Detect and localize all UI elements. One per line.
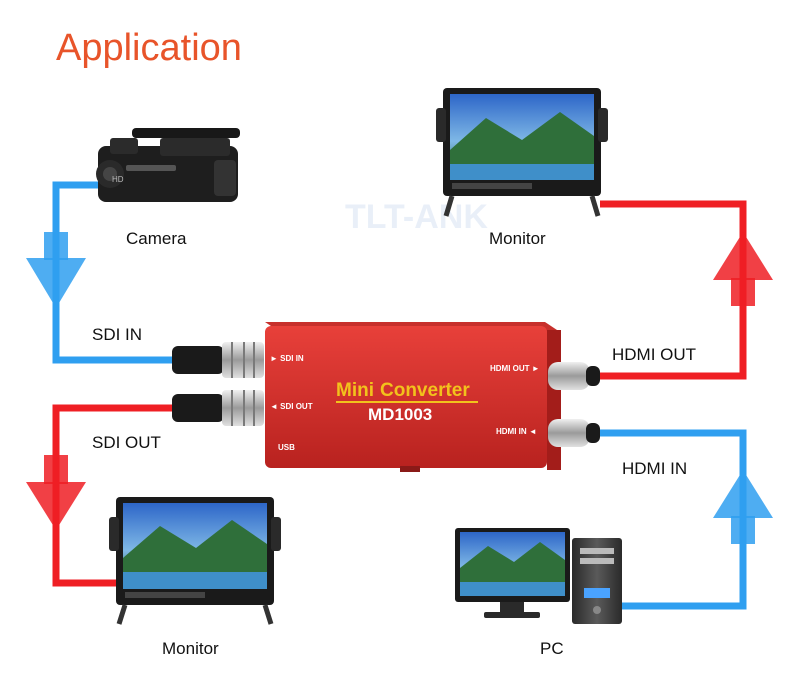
hdmi-out-arrow-up (713, 232, 773, 280)
mini-converter-device (265, 322, 561, 472)
port-label-sdi-in: ► SDI IN (270, 354, 304, 363)
pc-icon (455, 528, 622, 624)
hdmi-out-label: HDMI OUT (612, 345, 696, 364)
sdi-out-label: SDI OUT (92, 433, 161, 452)
hdmi-in-connector-icon (548, 419, 600, 447)
camera-icon: HD (96, 128, 240, 202)
sdi-in-label: SDI IN (92, 325, 142, 344)
svg-text:HD: HD (112, 175, 124, 184)
device-model: MD1003 (368, 405, 432, 424)
monitor-bottom-label: Monitor (162, 639, 219, 658)
brand-mini: Mini (336, 380, 374, 401)
hdmi-in-arrow-up (713, 470, 773, 518)
watermark: TLT-ANK (345, 198, 488, 236)
monitor-top-icon (436, 88, 608, 217)
sdi-out-arrow-down (26, 482, 86, 530)
hdmi-out-connector-icon (548, 362, 600, 390)
port-label-hdmi-out: HDMI OUT ► (490, 364, 540, 373)
hdmi-in-label: HDMI IN (622, 459, 687, 478)
monitor-top-label: Monitor (489, 229, 546, 248)
sdi-in-connector-icon (172, 342, 264, 378)
page-title: Application (56, 27, 242, 69)
brand-converter: Converter (380, 380, 470, 401)
camera-label: Camera (126, 229, 187, 248)
sdi-out-connector-icon (172, 390, 264, 426)
port-label-hdmi-in: HDMI IN ◄ (496, 427, 537, 436)
port-label-usb: USB (278, 443, 295, 452)
monitor-bottom-icon (109, 497, 281, 625)
port-label-sdi-out: ◄ SDI OUT (270, 402, 313, 411)
sdi-in-arrow-down (26, 258, 86, 308)
pc-label: PC (540, 639, 564, 658)
